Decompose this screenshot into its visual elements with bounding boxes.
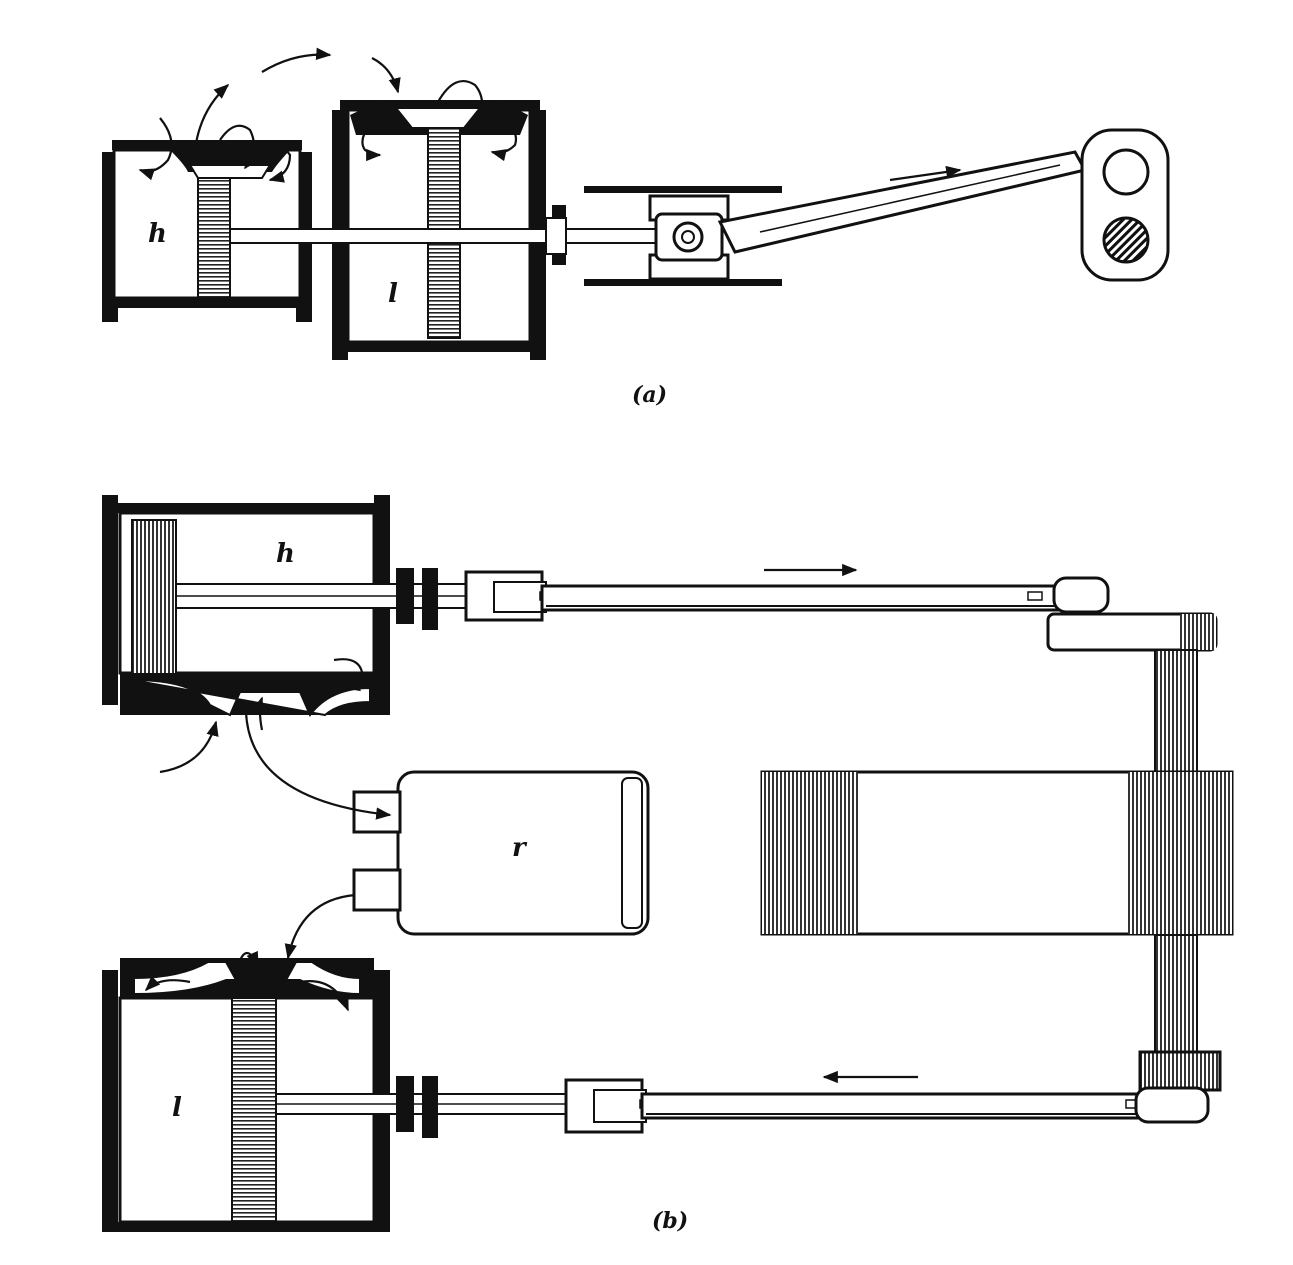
figure-a-steam-flow-arrows [138,47,962,183]
figure-b-flywheel [760,770,1234,936]
figure-b-label-low: l [172,1093,182,1123]
figure-b-low-pressure-cylinder: l [102,958,577,1232]
figure-a-low-pressure-cylinder: l [332,100,546,360]
figure-a-label-high: h [148,219,167,249]
figure-a-label-low: l [388,279,398,309]
figure-b-caption: (b) [652,1208,688,1234]
figure-a-caption: (a) [632,382,667,408]
figure-b-crankshaft [1046,612,1222,1092]
figure-b-label-high: h [276,539,295,569]
figure-b: h [102,495,1234,1234]
figure-a-connecting-rod [717,128,1170,282]
figure-a: h l [102,47,1170,408]
figure-b-lower-connecting-rod [564,1078,1210,1134]
figure-b-steam-flow-arrows [144,563,918,1084]
figure-b-receiver: r [352,770,650,936]
figure-a-crosshead [648,194,730,281]
figure-b-high-pressure-cylinder: h [102,495,477,717]
figure-b-label-receiver: r [512,833,528,863]
figure-b-upper-connecting-rod [464,570,1110,622]
